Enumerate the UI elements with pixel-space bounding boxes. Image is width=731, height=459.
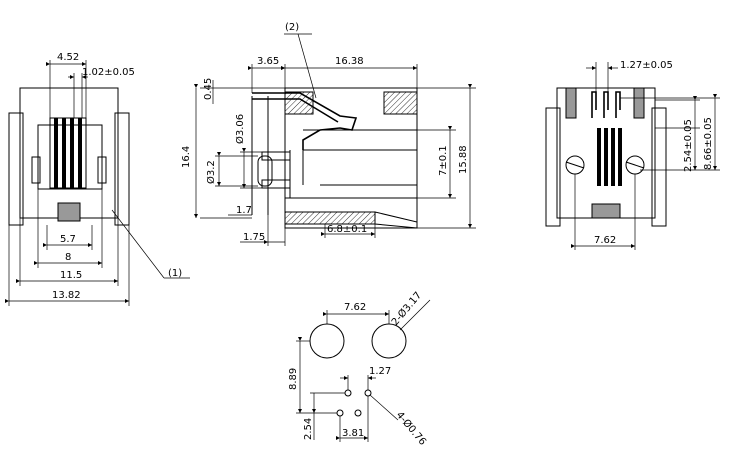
dim-3-65: 3.65 — [257, 56, 279, 67]
dim-5-7: 5.7 — [60, 234, 76, 245]
dim-8-89: 8.89 — [288, 368, 299, 390]
rear-contact-pins — [591, 91, 621, 118]
front-latch-right — [97, 156, 107, 184]
dim-2-54: 2.54±0.05 — [683, 119, 694, 172]
dim-phi-3-06: Ø3.06 — [234, 114, 246, 144]
dim-2-phi-3-17: 2-Ø3.17 — [389, 289, 424, 327]
front-post — [57, 202, 81, 222]
front-contact-2 — [62, 118, 66, 188]
front-contact-1 — [54, 118, 58, 188]
dim-3-81: 3.81 — [342, 428, 364, 439]
side-view: 16.4 0.45 3.65 16.38 Ø3.06 Ø3.2 7±0.1 15… — [181, 22, 476, 246]
rear-post — [591, 203, 621, 219]
front-latch-left — [31, 156, 41, 184]
footprint-pin-4 — [336, 409, 344, 417]
footprint-pin-1 — [344, 389, 352, 397]
dim-15-88: 15.88 — [458, 145, 469, 174]
front-view: 4.52 1.02±0.05 5.7 8 11.5 13.82 (1) — [4, 52, 190, 306]
dim-1-75: 1.75 — [243, 232, 265, 243]
dim-fp-1-27: 1.27 — [369, 366, 391, 377]
callout-1: (1) — [168, 268, 182, 279]
callout-2: (2) — [285, 22, 299, 33]
dim-11-5: 11.5 — [60, 270, 82, 281]
rear-left-flange — [545, 107, 561, 227]
dim-16-38: 16.38 — [335, 56, 364, 67]
front-left-flange — [8, 112, 24, 226]
dim-rear-1-27: 1.27±0.05 — [620, 60, 673, 71]
dim-4-52: 4.52 — [57, 52, 79, 63]
side-body — [284, 87, 418, 229]
dim-1-02: 1.02±0.05 — [82, 67, 135, 78]
side-bottom-wedge — [374, 211, 418, 229]
dim-7: 7±0.1 — [438, 145, 449, 176]
footprint-pin-2 — [354, 409, 362, 417]
dim-fp-2-54: 2.54 — [303, 418, 314, 440]
side-peg — [257, 155, 273, 187]
dim-0-45: 0.45 — [203, 78, 214, 100]
front-contact-block — [49, 117, 87, 189]
dim-8-66: 8.66±0.05 — [703, 117, 714, 170]
dim-fp-7-62: 7.62 — [344, 302, 366, 313]
footprint-hole-large-left — [309, 323, 345, 359]
dim-13-82: 13.82 — [52, 290, 81, 301]
front-contact-4 — [78, 118, 82, 188]
dim-8: 8 — [65, 252, 71, 263]
side-hatch-bottom — [284, 211, 376, 225]
rear-right-flange — [651, 107, 667, 227]
side-hatch-top-right — [383, 91, 418, 115]
dim-phi-3-2: Ø3.2 — [205, 160, 217, 184]
pcb-footprint: 7.62 2-Ø3.17 1.27 8.89 2.54 3.81 4-Ø0.76 — [288, 289, 431, 448]
dim-rear-7-62: 7.62 — [594, 235, 616, 246]
side-hatch-top-left — [284, 91, 314, 115]
front-contact-3 — [70, 118, 74, 188]
dim-16-4: 16.4 — [181, 146, 192, 168]
front-right-flange — [114, 112, 130, 226]
rear-view: 1.27±0.05 2.54±0.05 8.66±0.05 7.62 — [545, 60, 720, 250]
dim-6-8: 6.8±0.1 — [327, 224, 367, 235]
front-body — [19, 87, 119, 219]
dim-1-7: 1.7 — [236, 205, 252, 216]
dim-4-phi-0-76: 4-Ø0.76 — [394, 409, 429, 447]
